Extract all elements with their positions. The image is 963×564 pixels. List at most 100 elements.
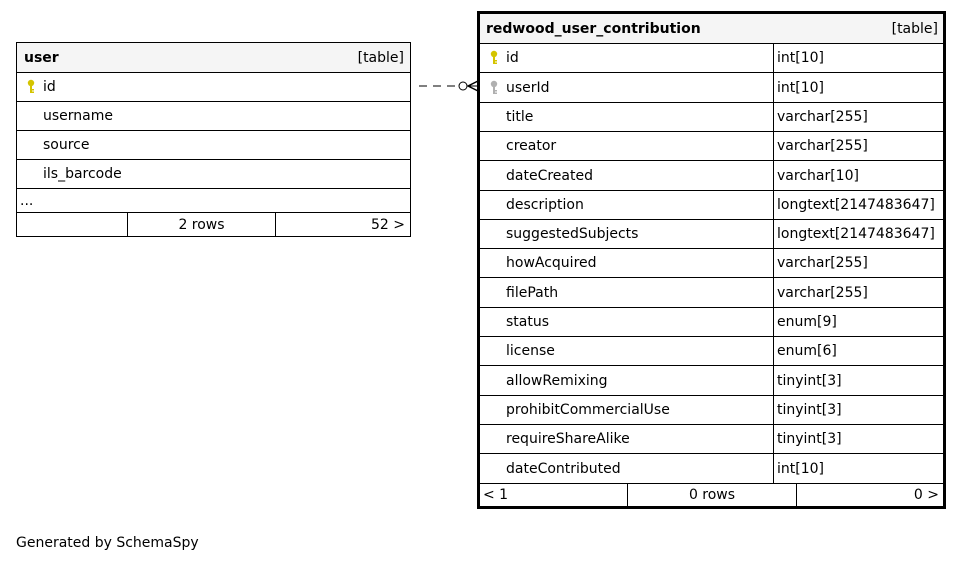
table-row[interactable]: suggestedSubjects longtext[2147483647] xyxy=(480,220,943,248)
table-row[interactable]: ils_barcode xyxy=(17,160,410,188)
column-name: dateCreated xyxy=(506,167,593,184)
column-name: ils_barcode xyxy=(43,166,122,182)
column-divider xyxy=(773,454,774,483)
row-divider xyxy=(17,159,410,160)
column-name: dateContributed xyxy=(506,460,621,477)
redwood-user-contribution-table[interactable]: redwood_user_contribution[table]id int[10… xyxy=(477,11,946,509)
table-row[interactable]: description longtext[2147483647] xyxy=(480,191,943,219)
column-type: longtext[2147483647] xyxy=(777,226,935,242)
row-divider xyxy=(480,131,943,132)
contribution-table-header: redwood_user_contribution[table] xyxy=(480,14,943,43)
row-divider xyxy=(480,395,943,396)
column-divider xyxy=(773,161,774,190)
table-row[interactable]: dateContributed int[10] xyxy=(480,454,943,483)
relationship-zero-marker xyxy=(458,81,468,91)
column-divider xyxy=(773,425,774,453)
column-divider xyxy=(773,132,774,160)
row-divider xyxy=(480,424,943,425)
user-table-footer: 2 rows 52 > xyxy=(17,213,410,236)
column-type: int[10] xyxy=(777,50,824,66)
relationship-crowfoot-top xyxy=(467,80,479,87)
column-type: int[10] xyxy=(777,460,824,477)
column-name: id xyxy=(506,50,519,66)
table-row[interactable]: status enum[9] xyxy=(480,308,943,336)
table-row[interactable]: title varchar[255] xyxy=(480,103,943,131)
column-type: tinyint[3] xyxy=(777,402,842,418)
foreign-key-icon xyxy=(488,73,500,102)
column-type: varchar[10] xyxy=(777,167,859,184)
relationship-crowfoot-bottom xyxy=(467,85,479,92)
column-divider xyxy=(773,220,774,248)
column-name: username xyxy=(43,108,113,124)
column-name: source xyxy=(43,137,90,153)
column-divider xyxy=(773,278,774,307)
primary-key-icon xyxy=(25,73,37,101)
column-name: howAcquired xyxy=(506,255,597,271)
table-row[interactable]: source xyxy=(17,131,410,159)
column-name: prohibitCommercialUse xyxy=(506,402,670,418)
column-type: enum[9] xyxy=(777,314,837,330)
column-name: status xyxy=(506,314,550,330)
row-divider xyxy=(480,453,943,454)
column-name: description xyxy=(506,197,584,213)
row-divider xyxy=(480,365,943,366)
row-divider xyxy=(17,188,410,189)
footer-divider xyxy=(627,484,628,506)
row-divider xyxy=(17,72,410,73)
table-row[interactable]: id int[10] xyxy=(480,44,943,72)
column-name: title xyxy=(506,109,534,125)
row-divider xyxy=(480,307,943,308)
row-divider xyxy=(17,212,410,213)
table-row[interactable]: creator varchar[255] xyxy=(480,132,943,160)
column-type: int[10] xyxy=(777,79,824,96)
column-name: suggestedSubjects xyxy=(506,226,639,242)
column-type: longtext[2147483647] xyxy=(777,197,935,213)
footer-divider xyxy=(275,213,276,236)
row-divider xyxy=(17,101,410,102)
column-divider xyxy=(773,337,774,365)
column-type: varchar[255] xyxy=(777,138,868,154)
column-type: varchar[255] xyxy=(777,109,868,125)
row-count: 0 rows xyxy=(688,487,736,503)
column-type: enum[6] xyxy=(777,343,837,359)
row-divider xyxy=(480,190,943,191)
column-divider xyxy=(773,73,774,102)
user-table-header: user[table] xyxy=(17,43,410,72)
column-name: license xyxy=(506,343,555,359)
row-divider xyxy=(480,248,943,249)
table-row[interactable]: prohibitCommercialUse tinyint[3] xyxy=(480,396,943,424)
table-row[interactable]: id xyxy=(17,73,410,101)
row-divider xyxy=(480,72,943,73)
row-divider xyxy=(480,277,943,278)
column-divider xyxy=(773,396,774,424)
column-name: id xyxy=(43,79,56,95)
column-divider xyxy=(773,366,774,395)
table-name: redwood_user_contribution xyxy=(486,20,701,37)
generated-by-text: Generated by SchemaSpy xyxy=(16,535,199,551)
primary-key-icon xyxy=(488,44,500,72)
column-divider xyxy=(773,103,774,131)
row-divider xyxy=(480,160,943,161)
column-type: tinyint[3] xyxy=(777,431,842,447)
column-name: creator xyxy=(506,138,557,154)
row-divider xyxy=(480,219,943,220)
table-row[interactable]: username xyxy=(17,102,410,130)
row-divider xyxy=(17,130,410,131)
column-type: varchar[255] xyxy=(777,284,868,301)
row-divider xyxy=(480,43,943,44)
reference-count: 52 > xyxy=(371,216,405,233)
row-divider xyxy=(480,483,943,484)
row-divider xyxy=(480,102,943,103)
row-count: 2 rows xyxy=(178,216,225,233)
footer-divider xyxy=(796,484,797,506)
table-row[interactable]: license enum[6] xyxy=(480,337,943,365)
table-row[interactable]: dateCreated varchar[10] xyxy=(480,161,943,190)
